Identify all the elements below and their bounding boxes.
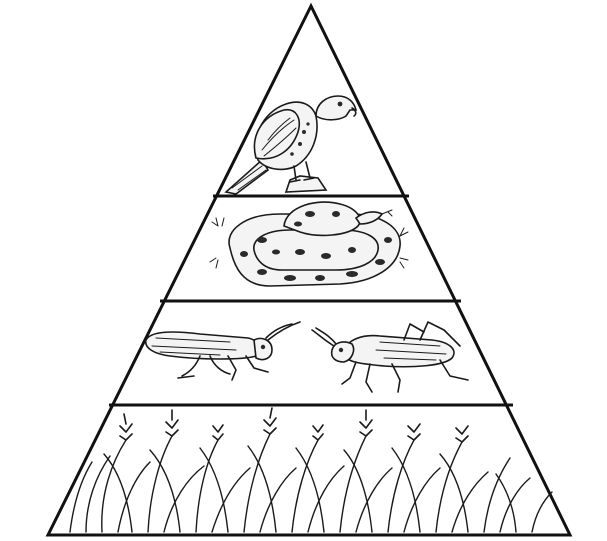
snake-icon — [210, 202, 408, 286]
grasshopper-icon — [146, 322, 300, 380]
grass-icon — [70, 408, 552, 532]
cricket-icon — [312, 322, 468, 392]
hawk-icon — [226, 96, 356, 194]
